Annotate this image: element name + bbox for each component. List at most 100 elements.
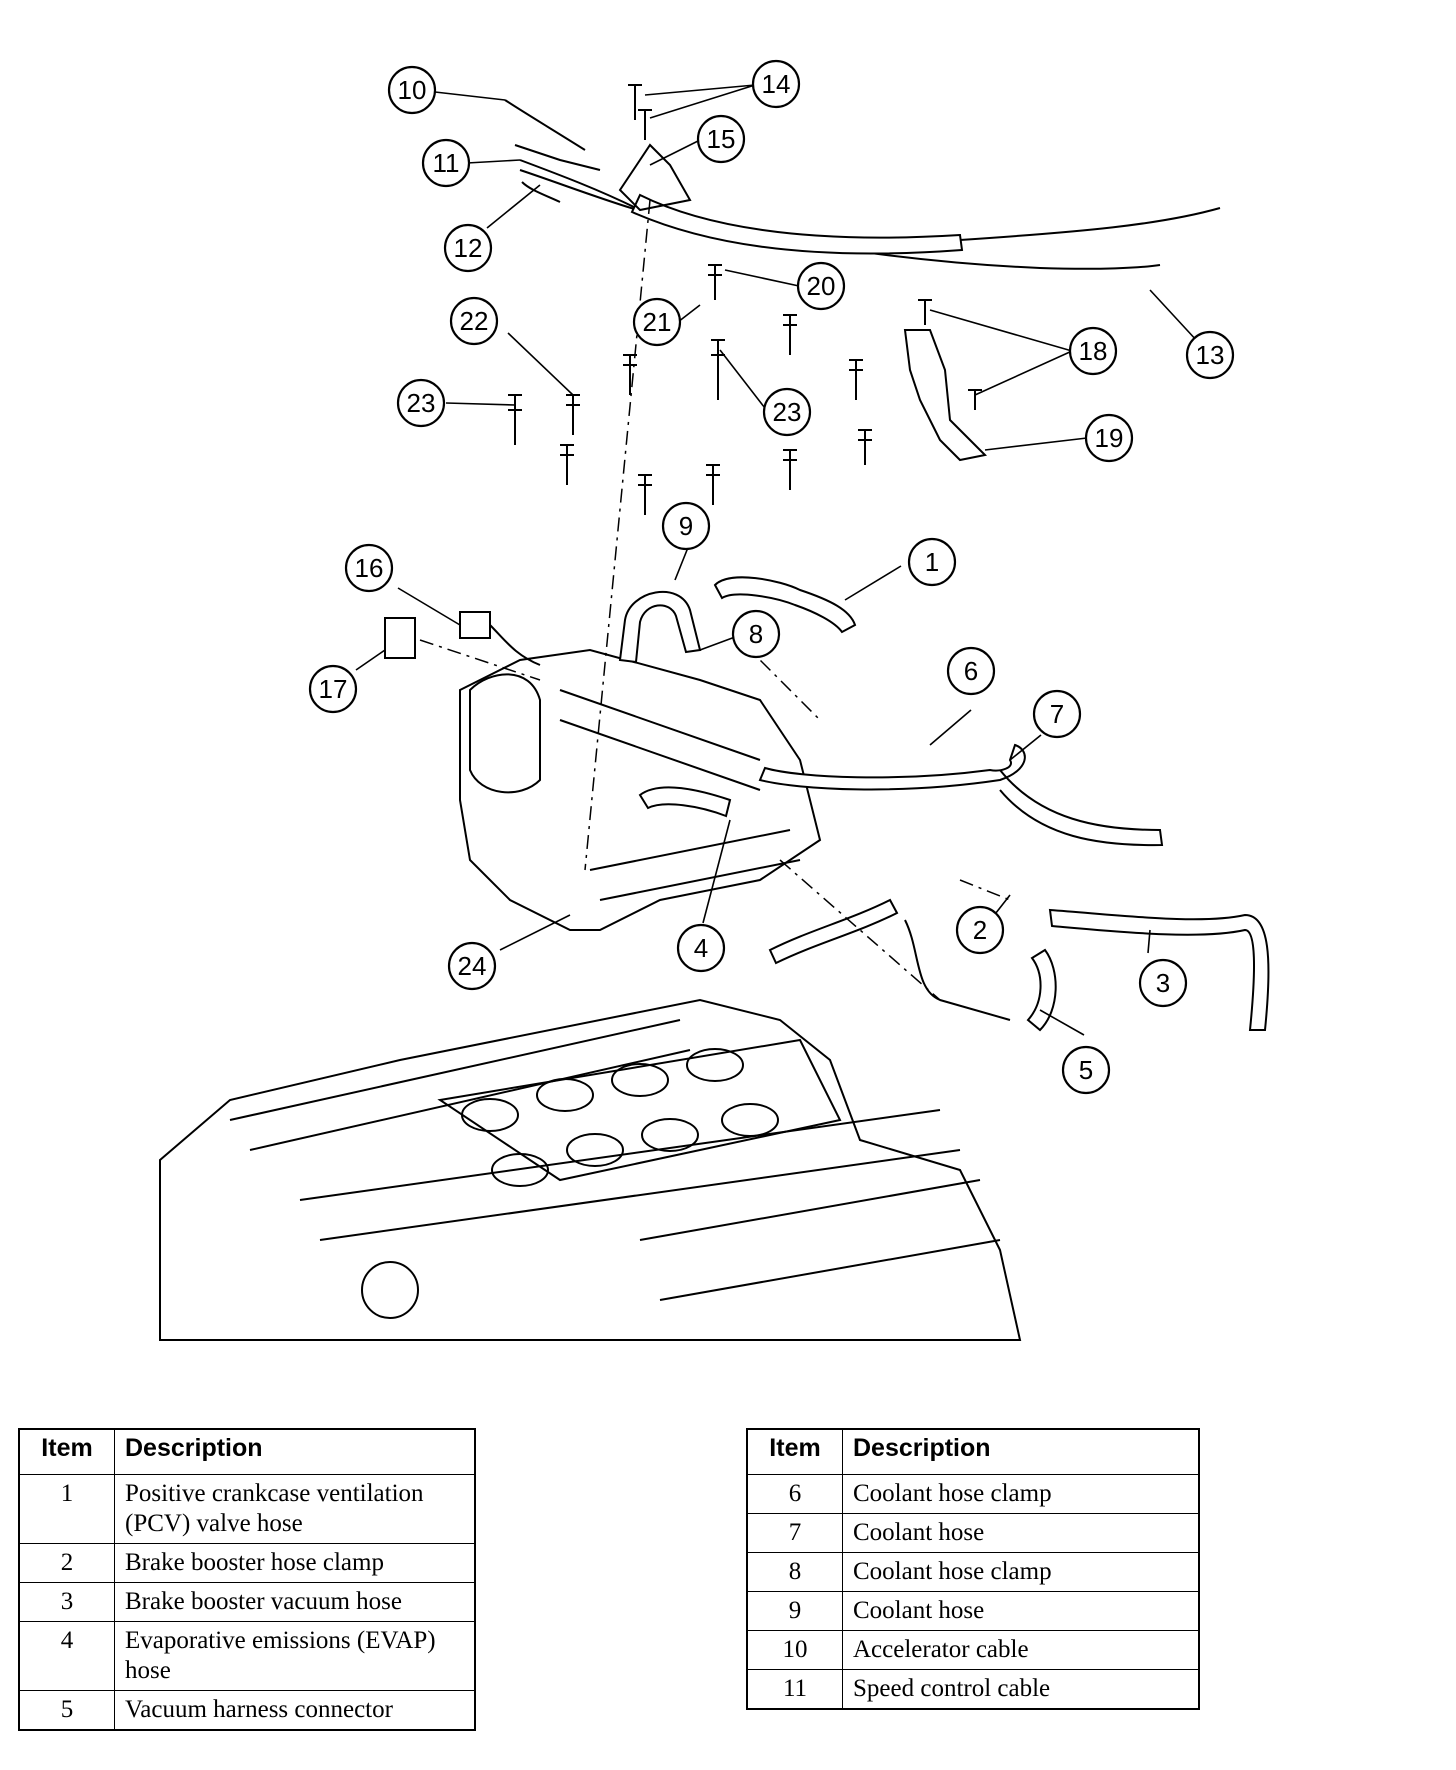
svg-text:23: 23 [407, 388, 436, 418]
description-column-header: Description [842, 1428, 1200, 1475]
callout-6: 6 [946, 646, 996, 696]
item-number: 3 [18, 1582, 115, 1622]
svg-text:10: 10 [398, 75, 427, 105]
pcv-hose-shape [713, 576, 857, 634]
svg-text:17: 17 [319, 674, 348, 704]
description-column-header: Description [114, 1428, 476, 1475]
upper-intake-manifold [459, 648, 822, 931]
callout-19: 19 [1084, 413, 1134, 463]
svg-text:22: 22 [460, 306, 489, 336]
table-row: 1 Positive crankcase ventilation (PCV) v… [18, 1474, 476, 1544]
item-description: Evaporative emissions (EVAP) hose [114, 1621, 476, 1691]
brake-booster-hose-shape [1048, 908, 1270, 1031]
svg-text:23: 23 [773, 397, 802, 427]
table-row: 8 Coolant hose clamp [746, 1552, 1200, 1592]
item-number: 10 [746, 1630, 843, 1670]
callout-2: 2 [955, 905, 1005, 955]
table-row: 2 Brake booster hose clamp [18, 1543, 476, 1583]
legend-header-row: Item Description [18, 1428, 476, 1475]
leader-lines [355, 84, 1211, 1036]
evap-hose-shape [768, 898, 899, 965]
item-description: Vacuum harness connector [114, 1690, 476, 1731]
callout-15: 15 [696, 114, 746, 164]
table-row: 5 Vacuum harness connector [18, 1690, 476, 1731]
callout-13: 13 [1185, 330, 1235, 380]
svg-text:13: 13 [1196, 340, 1225, 370]
callout-1: 1 [907, 537, 957, 587]
callout-5: 5 [1061, 1045, 1111, 1095]
svg-text:16: 16 [355, 553, 384, 583]
exploded-parts-diagram: 10 11 12 14 15 20 21 22 23 23 13 18 19 9… [159, 59, 1270, 1341]
table-row: 9 Coolant hose [746, 1591, 1200, 1631]
item-description: Coolant hose [842, 1591, 1200, 1631]
callout-23-right: 23 [762, 387, 812, 437]
item-number: 5 [18, 1690, 115, 1731]
item-number: 7 [746, 1513, 843, 1553]
svg-text:8: 8 [749, 619, 763, 649]
callout-11: 11 [421, 138, 471, 188]
callout-17: 17 [308, 664, 358, 714]
callout-24: 24 [447, 941, 497, 991]
table-row: 7 Coolant hose [746, 1513, 1200, 1553]
fasteners [508, 84, 872, 515]
svg-text:1: 1 [925, 547, 939, 577]
item-description: Brake booster vacuum hose [114, 1582, 476, 1622]
legend-table-left: Item Description 1 Positive crankcase ve… [18, 1428, 476, 1731]
coolant-hose-7-shape [758, 743, 1026, 791]
item-number: 11 [746, 1669, 843, 1710]
item-description: Speed control cable [842, 1669, 1200, 1710]
callout-4: 4 [676, 923, 726, 973]
svg-text:15: 15 [707, 124, 736, 154]
callout-23-left: 23 [396, 378, 446, 428]
coolant-hose-9-shape [618, 591, 702, 664]
table-row: 6 Coolant hose clamp [746, 1474, 1200, 1514]
item-description: Coolant hose [842, 1513, 1200, 1553]
callout-7: 7 [1032, 689, 1082, 739]
callout-8: 8 [731, 609, 781, 659]
legend-table-right: Item Description 6 Coolant hose clamp 7 … [746, 1428, 1200, 1710]
svg-text:4: 4 [694, 933, 708, 963]
svg-text:18: 18 [1079, 336, 1108, 366]
item-column-header: Item [18, 1428, 115, 1475]
table-row: 11 Speed control cable [746, 1669, 1200, 1710]
item-description: Accelerator cable [842, 1630, 1200, 1670]
callout-20: 20 [796, 261, 846, 311]
item-number: 6 [746, 1474, 843, 1514]
bracket [903, 299, 988, 462]
callout-22: 22 [449, 296, 499, 346]
item-number: 4 [18, 1621, 115, 1691]
legend-header-row: Item Description [746, 1428, 1200, 1475]
callout-12: 12 [443, 223, 493, 273]
svg-text:9: 9 [679, 511, 693, 541]
item-description: Brake booster hose clamp [114, 1543, 476, 1583]
item-description: Positive crankcase ventilation (PCV) val… [114, 1474, 476, 1544]
callout-14: 14 [751, 59, 801, 109]
svg-text:24: 24 [458, 951, 487, 981]
svg-text:20: 20 [807, 271, 836, 301]
table-row: 4 Evaporative emissions (EVAP) hose [18, 1621, 476, 1691]
item-column-header: Item [746, 1428, 843, 1475]
callout-3: 3 [1138, 958, 1188, 1008]
item-description: Coolant hose clamp [842, 1474, 1200, 1514]
callout-10: 10 [387, 65, 437, 115]
svg-text:7: 7 [1050, 699, 1064, 729]
callout-18: 18 [1068, 326, 1118, 376]
svg-text:21: 21 [643, 307, 672, 337]
item-number: 2 [18, 1543, 115, 1583]
item-description: Coolant hose clamp [842, 1552, 1200, 1592]
svg-text:2: 2 [973, 915, 987, 945]
svg-text:3: 3 [1156, 968, 1170, 998]
item-number: 1 [18, 1474, 115, 1544]
cable-assembly [504, 99, 1221, 270]
table-row: 3 Brake booster vacuum hose [18, 1582, 476, 1622]
callout-16: 16 [344, 543, 394, 593]
svg-text:19: 19 [1095, 423, 1124, 453]
svg-text:11: 11 [433, 148, 460, 178]
callout-9: 9 [661, 501, 711, 551]
callout-21: 21 [632, 297, 682, 347]
item-number: 8 [746, 1552, 843, 1592]
engine-block [159, 998, 1022, 1341]
item-number: 9 [746, 1591, 843, 1631]
svg-text:12: 12 [454, 233, 483, 263]
svg-text:14: 14 [762, 69, 791, 99]
